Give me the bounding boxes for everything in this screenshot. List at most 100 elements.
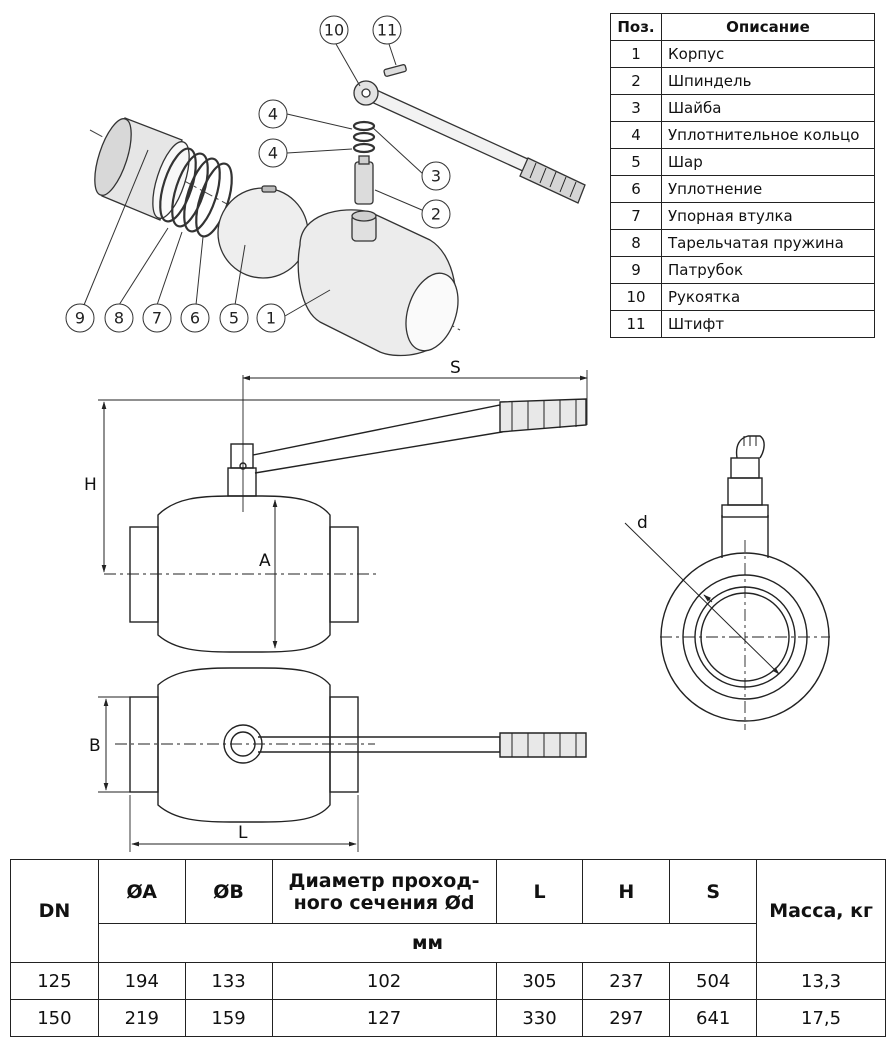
callout-5: 5 (219, 303, 249, 333)
callout-4a: 4 (258, 99, 288, 129)
part-description: Шпиндель (661, 67, 875, 95)
front-view (98, 370, 588, 653)
dim-label-d: d (637, 513, 648, 533)
callouts: 1 2 3 4 4 5 6 7 8 9 10 11 (65, 15, 451, 333)
col-dn: DN (10, 859, 99, 963)
part-description: Тарельчатая пружина (661, 229, 875, 257)
part-position: 8 (610, 229, 662, 257)
col-h: H (582, 859, 671, 924)
specifications-table: DN ØA ØB Диаметр проход- ного сечения Ød… (10, 859, 886, 1037)
cell-h: 297 (582, 999, 671, 1037)
part-position: 9 (610, 256, 662, 284)
col-diameter: Диаметр проход- ного сечения Ød (271, 859, 497, 924)
svg-text:6: 6 (190, 309, 200, 328)
callout-10: 10 (319, 15, 349, 45)
part-handle (353, 80, 586, 204)
part-description: Рукоятка (661, 283, 875, 311)
svg-text:4: 4 (268, 105, 278, 124)
cell-l: 330 (495, 999, 584, 1037)
callout-7: 7 (142, 303, 172, 333)
part-pipe (94, 117, 190, 221)
callout-1: 1 (256, 303, 286, 333)
svg-text:11: 11 (377, 21, 397, 40)
cell-a: 219 (97, 999, 186, 1037)
part-rings (159, 147, 233, 238)
dim-label-h: H (84, 475, 97, 495)
top-view (98, 667, 587, 852)
callout-11: 11 (372, 15, 402, 45)
col-l: L (495, 859, 584, 924)
svg-text:5: 5 (229, 309, 239, 328)
svg-text:8: 8 (114, 309, 124, 328)
part-description: Корпус (661, 40, 875, 68)
callout-9: 9 (65, 303, 95, 333)
part-description: Патрубок (661, 256, 875, 284)
callout-4b: 4 (258, 138, 288, 168)
table-row: 125 194 133 102 305 237 504 13,3 (10, 962, 886, 1000)
svg-text:2: 2 (431, 205, 441, 224)
cell-s: 504 (669, 962, 758, 1000)
svg-text:7: 7 (152, 309, 162, 328)
part-description: Штифт (661, 310, 875, 338)
part-description: Упорная втулка (661, 202, 875, 230)
svg-text:4: 4 (268, 144, 278, 163)
part-position: 2 (610, 67, 662, 95)
dim-label-s: S (450, 358, 461, 378)
part-position: 6 (610, 175, 662, 203)
part-description: Шайба (661, 94, 875, 122)
cell-b: 133 (184, 962, 273, 1000)
svg-text:9: 9 (75, 309, 85, 328)
part-position: 4 (610, 121, 662, 149)
callout-3: 3 (421, 161, 451, 191)
units-label: мм (97, 923, 758, 963)
part-seals (352, 120, 376, 154)
svg-text:1: 1 (266, 309, 276, 328)
cell-diameter: 127 (271, 999, 497, 1037)
part-position: 1 (610, 40, 662, 68)
svg-text:10: 10 (324, 21, 344, 40)
spec-header-row: DN ØA ØB Диаметр проход- ного сечения Ød… (10, 859, 886, 963)
cell-mass: 13,3 (756, 962, 886, 1000)
dim-label-b: B (89, 736, 101, 756)
cell-l: 305 (495, 962, 584, 1000)
cell-mass: 17,5 (756, 999, 886, 1037)
exploded-view (89, 64, 586, 357)
callout-6: 6 (180, 303, 210, 333)
cell-diameter: 102 (271, 962, 497, 1000)
spec-units-row: мм (11, 923, 886, 963)
cell-h: 237 (582, 962, 671, 1000)
cell-dn: 125 (10, 962, 99, 1000)
callout-2: 2 (421, 199, 451, 229)
cell-s: 641 (669, 999, 758, 1037)
callout-leaders (83, 43, 424, 317)
parts-col-description: Описание (661, 13, 875, 41)
parts-table-header: Поз. Описание (610, 13, 875, 41)
dim-label-a: A (259, 551, 271, 571)
part-description: Уплотнение (661, 175, 875, 203)
part-position: 7 (610, 202, 662, 230)
part-position: 10 (610, 283, 662, 311)
cell-b: 159 (184, 999, 273, 1037)
part-description: Уплотнительное кольцо (661, 121, 875, 149)
svg-text:3: 3 (431, 167, 441, 186)
col-b: ØB (184, 859, 273, 924)
dim-label-l: L (238, 823, 248, 843)
table-row: 150 219 159 127 330 297 641 17,5 (10, 999, 886, 1037)
col-a: ØA (97, 859, 186, 924)
col-mass: Масса, кг (756, 859, 886, 963)
part-position: 3 (610, 94, 662, 122)
cell-dn: 150 (10, 999, 99, 1037)
parts-col-position: Поз. (610, 13, 662, 41)
part-ball (217, 185, 309, 279)
